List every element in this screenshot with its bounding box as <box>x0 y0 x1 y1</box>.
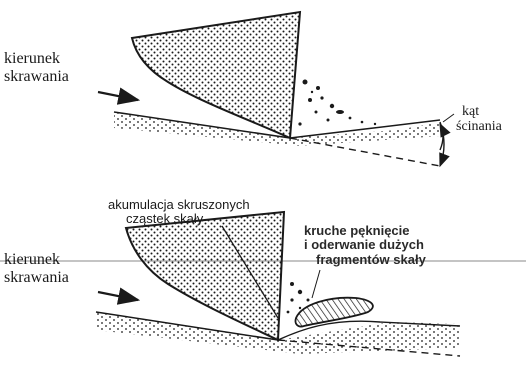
bottom-cutting-direction-line1: kierunek <box>4 251 69 269</box>
top-figure <box>98 12 454 166</box>
top-cutting-direction-arrow <box>98 92 138 100</box>
shear-angle-line1: kąt <box>456 104 502 119</box>
bottom-rock-fragment <box>295 298 372 327</box>
bottom-cutting-direction-line2: skrawania <box>4 269 69 287</box>
bottom-cutting-direction-label: kierunek skrawania <box>4 251 69 286</box>
accumulation-label: akumulacja skruszonych cząstek skały <box>108 198 250 227</box>
accumulation-line1: akumulacja skruszonych <box>108 198 250 212</box>
fracture-pointer <box>312 270 320 298</box>
shear-angle-label: kąt ścinania <box>456 104 502 135</box>
top-cutting-direction-line2: skrawania <box>4 68 69 86</box>
top-chip-particles <box>298 80 376 126</box>
fracture-line3: fragmentów skały <box>304 253 426 267</box>
top-cutting-direction-line1: kierunek <box>4 50 69 68</box>
shear-angle-line2: ścinania <box>456 119 502 134</box>
fracture-line1: kruche pęknięcie <box>304 224 426 238</box>
top-cutting-direction-label: kierunek skrawania <box>4 50 69 85</box>
fracture-line2: i oderwanie dużych <box>304 238 426 252</box>
bottom-cutting-direction-arrow <box>98 292 138 300</box>
fracture-label: kruche pęknięcie i oderwanie dużych frag… <box>304 224 426 267</box>
accumulation-line2: cząstek skały <box>108 212 250 226</box>
